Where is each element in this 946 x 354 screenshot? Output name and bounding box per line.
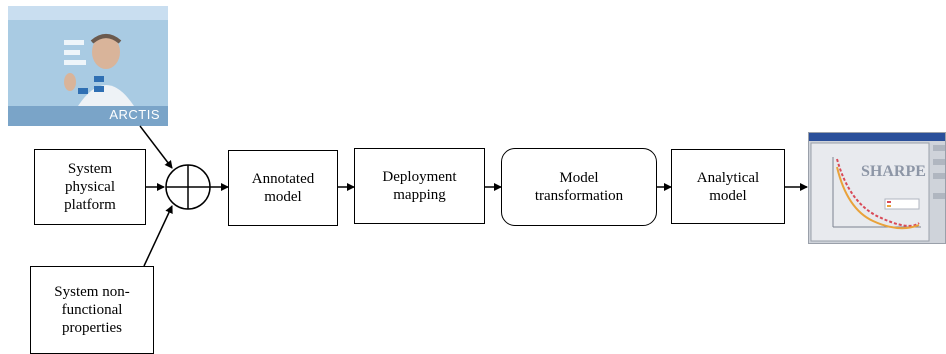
deployment-mapping-label: Deployment mapping bbox=[382, 169, 457, 203]
sharpe-screenshot: SHARPE bbox=[808, 132, 946, 244]
summing-junction bbox=[165, 164, 211, 210]
arrow-arctis-to-junction bbox=[139, 125, 173, 169]
arrow-nonfunctional-to-junction bbox=[143, 205, 173, 267]
sharpe-label: SHARPE bbox=[861, 163, 926, 180]
arctis-label: ARCTIS bbox=[109, 107, 160, 122]
analytical-model-box: Analytical model bbox=[671, 149, 785, 224]
physical-platform-box: System physical platform bbox=[34, 149, 146, 225]
analytical-model-label: Analytical model bbox=[696, 169, 760, 204]
arctis-screenshot: ARCTIS bbox=[8, 6, 168, 126]
model-transformation-box: Model transformation bbox=[501, 148, 657, 226]
deployment-mapping-box: Deployment mapping bbox=[354, 148, 485, 224]
model-transformation-label: Model transformation bbox=[534, 170, 624, 204]
arctis-illustration bbox=[8, 6, 168, 126]
sharpe-illustration bbox=[809, 133, 945, 242]
non-functional-box: System non- functional properties bbox=[30, 266, 154, 354]
annotated-model-box: Annotated model bbox=[228, 150, 338, 226]
annotated-model-label: Annotated model bbox=[251, 171, 315, 205]
physical-platform-label: System physical platform bbox=[64, 161, 116, 213]
non-functional-label: System non- functional properties bbox=[54, 284, 130, 336]
